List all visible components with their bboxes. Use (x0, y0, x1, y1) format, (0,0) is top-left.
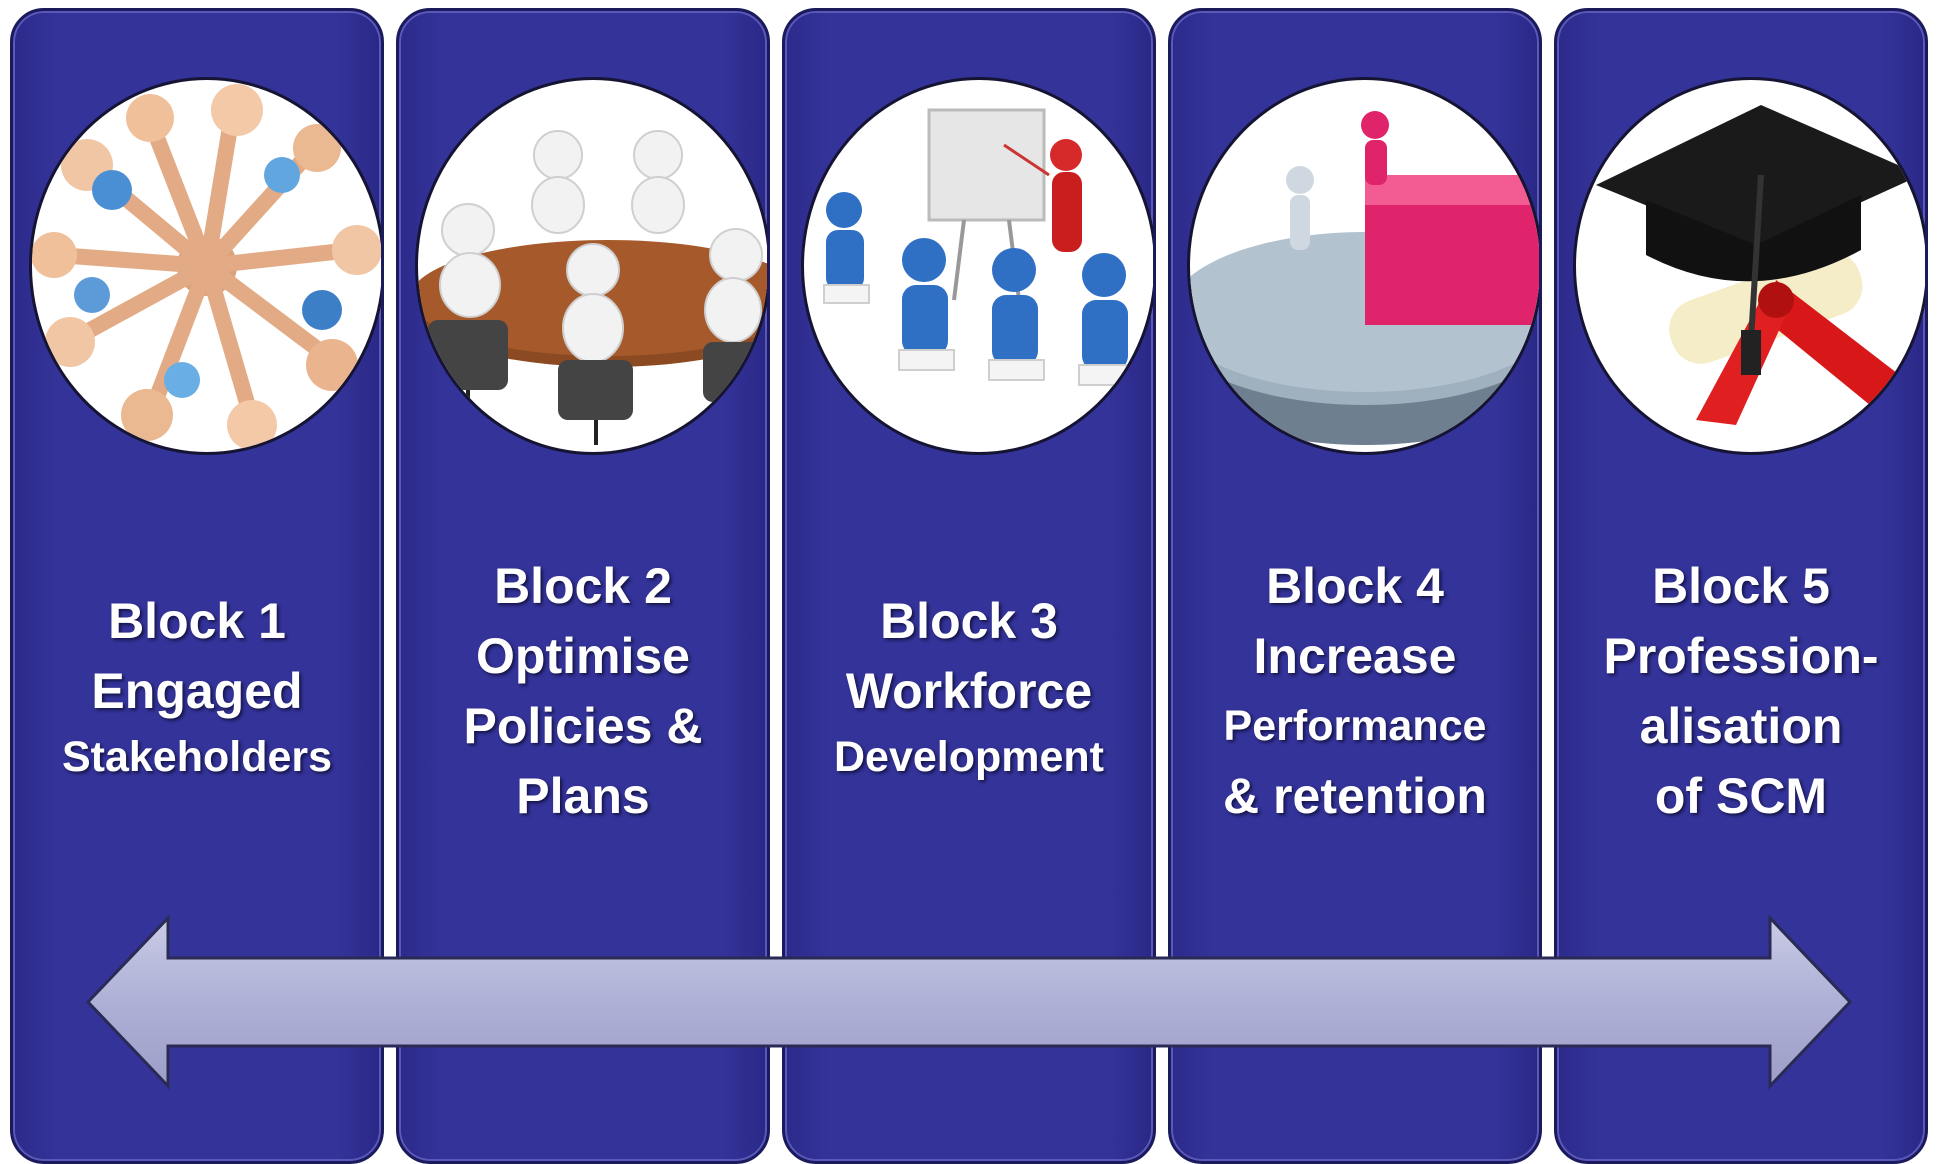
block-title-line: Engaged (91, 663, 303, 719)
team-hands-icon (29, 77, 381, 455)
block-1: Block 1 Engaged Stakeholders (10, 8, 384, 1164)
double-arrow-icon (85, 914, 1853, 1090)
block-5-label: Block 5 Profession- alisation of SCM (1557, 551, 1925, 831)
block-number: Block 5 (1652, 558, 1830, 614)
training-presentation-icon (801, 77, 1153, 455)
block-number: Block 3 (880, 593, 1058, 649)
block-number: Block 1 (108, 593, 286, 649)
block-title-line: Plans (516, 768, 650, 824)
block-title-line: Workforce (845, 663, 1093, 719)
graduation-cap-icon (1573, 77, 1925, 455)
block-number: Block 4 (1266, 558, 1444, 614)
step-up-podium-icon (1187, 77, 1539, 455)
block-title-line: of SCM (1654, 768, 1828, 824)
block-title-line: Policies & (463, 698, 703, 754)
block-2-label: Block 2 Optimise Policies & Plans (399, 551, 767, 831)
block-title-line: Optimise (476, 628, 690, 684)
block-title-line: Development (833, 733, 1104, 781)
block-1-label: Block 1 Engaged Stakeholders (13, 586, 381, 788)
block-title-line: Profession- (1603, 628, 1879, 684)
block-title-line: Stakeholders (61, 733, 333, 781)
block-title-line: Increase (1253, 628, 1457, 684)
block-title-line: Performance (1223, 702, 1487, 750)
block-title-line: alisation (1639, 698, 1843, 754)
block-3-label: Block 3 Workforce Development (785, 586, 1153, 788)
block-4-label: Block 4 Increase Performance & retention (1171, 551, 1539, 831)
block-number: Block 2 (494, 558, 672, 614)
block-title-line: & retention (1223, 768, 1487, 824)
meeting-table-icon (415, 77, 767, 455)
